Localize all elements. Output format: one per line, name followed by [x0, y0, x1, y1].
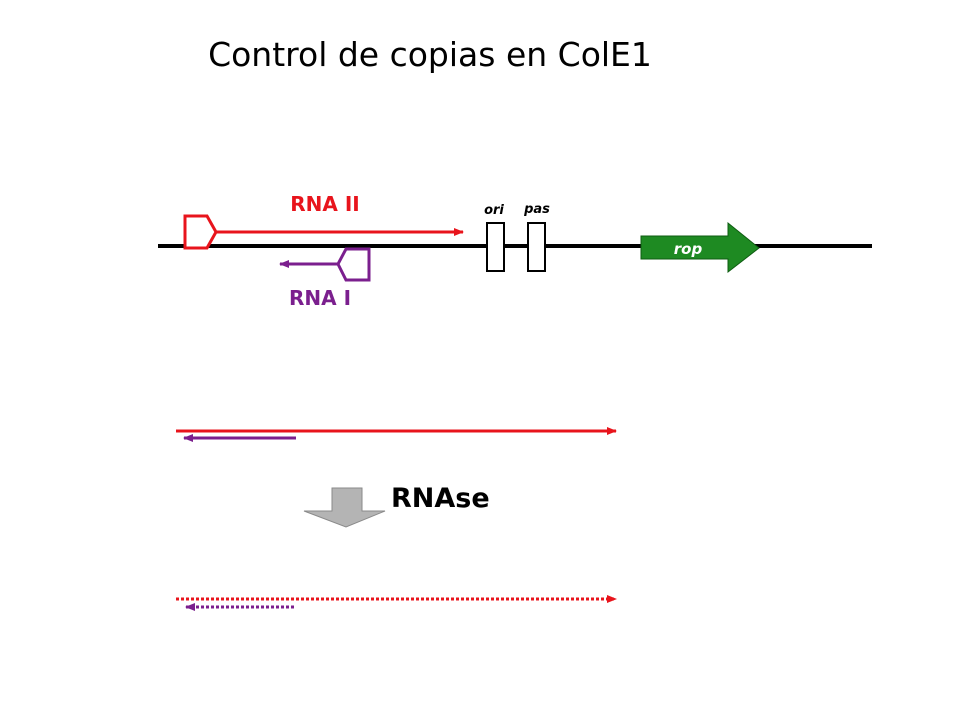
rna2-promoter [183, 214, 218, 250]
rnase-label: RNAse [391, 483, 490, 514]
pas-label: pas [523, 202, 550, 217]
rna1-label: RNA I [289, 286, 351, 310]
ori-label: ori [484, 203, 504, 218]
ori-box [486, 222, 505, 272]
rop-gene-arrow [640, 221, 760, 274]
process-down-arrow [303, 487, 386, 528]
rna1-promoter [336, 247, 371, 282]
page-title: Control de copias en ColE1 [208, 35, 652, 74]
rop-label: rop [674, 240, 703, 258]
rna2-label: RNA II [290, 192, 359, 216]
pas-box [527, 222, 546, 272]
